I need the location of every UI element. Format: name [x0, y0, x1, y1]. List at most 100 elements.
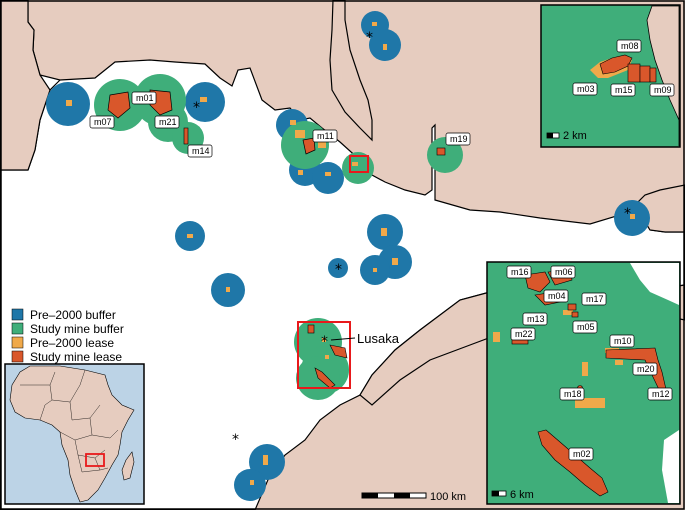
- study-lease: [524, 271, 551, 293]
- city-label-lusaka: Lusaka: [357, 331, 400, 346]
- pre-lease: [200, 97, 207, 102]
- pre-lease: [322, 338, 326, 342]
- pre-lease: [325, 355, 329, 359]
- pre-lease: [381, 228, 387, 236]
- pre-lease: [493, 332, 500, 342]
- study-lease: [627, 63, 641, 83]
- study-lease: [302, 137, 316, 155]
- inset-top-extent: [349, 155, 369, 173]
- main-mine-labels: m01 m07 m21 m14 m11 m19: [89, 91, 471, 158]
- mine-label: m06: [555, 267, 573, 277]
- study-lease: [639, 65, 651, 83]
- neighbor-land-north: [329, 0, 373, 142]
- leases-main: [66, 22, 635, 485]
- towns: * * * * * *: [193, 30, 631, 448]
- mine-label: m04: [548, 291, 566, 301]
- scale-label: 2 km: [563, 130, 587, 142]
- neighbor-land-west: [0, 0, 51, 171]
- pre-lease: [582, 362, 588, 376]
- mine-label: m14: [192, 146, 210, 156]
- legend-swatch: [11, 308, 24, 321]
- mine-label: m21: [159, 117, 177, 127]
- inset-top: m08 m03 m15 m09 2 km: [540, 4, 681, 148]
- mine-label: m16: [511, 267, 529, 277]
- mine-label: m17: [586, 294, 604, 304]
- africa-inset: [4, 363, 145, 505]
- pre-lease: [318, 142, 326, 148]
- study-lease: [649, 67, 657, 83]
- legend-label: Pre–2000 lease: [30, 336, 114, 350]
- pre-lease: [563, 310, 573, 315]
- inset-bottom-white: [630, 263, 679, 305]
- study-lease: [307, 324, 315, 334]
- pre-buffer: [312, 162, 344, 194]
- pre-buffer: [328, 258, 348, 278]
- scale-label: 6 km: [510, 489, 534, 501]
- mine-label: m03: [577, 84, 595, 94]
- scale-bar-main: 100 km: [361, 491, 466, 503]
- mine-label: m05: [577, 322, 595, 332]
- inset-bottom: m16 m06 m04 m17 m13 m05 m22 m10 m20 m12 …: [486, 261, 681, 505]
- pre-lease: [295, 130, 305, 138]
- pre-lease: [392, 258, 398, 265]
- legend-label: Study mine buffer: [30, 322, 124, 336]
- mine-label: m18: [564, 389, 582, 399]
- scale-label: 100 km: [430, 491, 466, 503]
- legend-label: Pre–2000 buffer: [30, 308, 116, 322]
- pre-lease: [373, 268, 377, 272]
- mine-label: m19: [450, 134, 468, 144]
- study-lease: [314, 367, 336, 389]
- mine-label: m11: [317, 131, 334, 141]
- pre-lease: [290, 120, 296, 125]
- pre-lease: [263, 455, 268, 465]
- study-lease: [571, 311, 579, 318]
- pre-lease: [352, 162, 358, 166]
- mine-label: m09: [654, 85, 672, 95]
- pre-lease: [226, 287, 230, 292]
- pre-lease: [630, 214, 635, 219]
- mine-label: m02: [573, 449, 591, 459]
- town-marker: *: [624, 206, 631, 222]
- pre-lease: [615, 360, 623, 365]
- mine-label: m08: [621, 41, 639, 51]
- pre-lease: [187, 234, 193, 238]
- study-lease: [183, 127, 189, 145]
- legend-swatch: [11, 336, 24, 349]
- inset-bottom-white-2: [662, 430, 679, 503]
- pre-lease: [383, 44, 387, 50]
- pre-lease: [575, 398, 605, 408]
- mine-label: m20: [637, 364, 655, 374]
- africa-study-extent: [85, 453, 105, 467]
- town-marker: *: [321, 334, 328, 350]
- mine-label: m15: [615, 85, 633, 95]
- mine-label: m12: [652, 389, 670, 399]
- study-lease: [107, 91, 131, 119]
- pre-lease: [250, 480, 254, 485]
- pre-lease: [66, 100, 72, 106]
- study-lease: [329, 344, 348, 359]
- pre-lease: [325, 172, 331, 176]
- mine-label: m10: [614, 336, 632, 346]
- town-marker: *: [232, 432, 239, 448]
- africa-continent: [9, 365, 135, 503]
- town-marker: *: [366, 30, 373, 46]
- madagascar: [121, 451, 135, 481]
- legend: Pre–2000 buffer Study mine buffer Pre–20…: [11, 308, 124, 364]
- city-leader: [330, 337, 356, 341]
- town-marker: *: [193, 100, 200, 116]
- pre-lease: [372, 22, 377, 26]
- legend-label: Study mine lease: [30, 350, 122, 364]
- study-lease: [436, 147, 446, 156]
- study-lease: [567, 303, 577, 311]
- legend-swatch: [11, 322, 24, 335]
- mine-label: m07: [94, 117, 112, 127]
- study-lease: [599, 54, 633, 75]
- legend-swatch: [11, 350, 24, 363]
- mine-label: m22: [515, 329, 533, 339]
- inset-bottom-extent: [297, 321, 351, 389]
- town-marker: *: [335, 262, 342, 278]
- study-lease: [537, 429, 609, 497]
- mine-label: m01: [136, 93, 154, 103]
